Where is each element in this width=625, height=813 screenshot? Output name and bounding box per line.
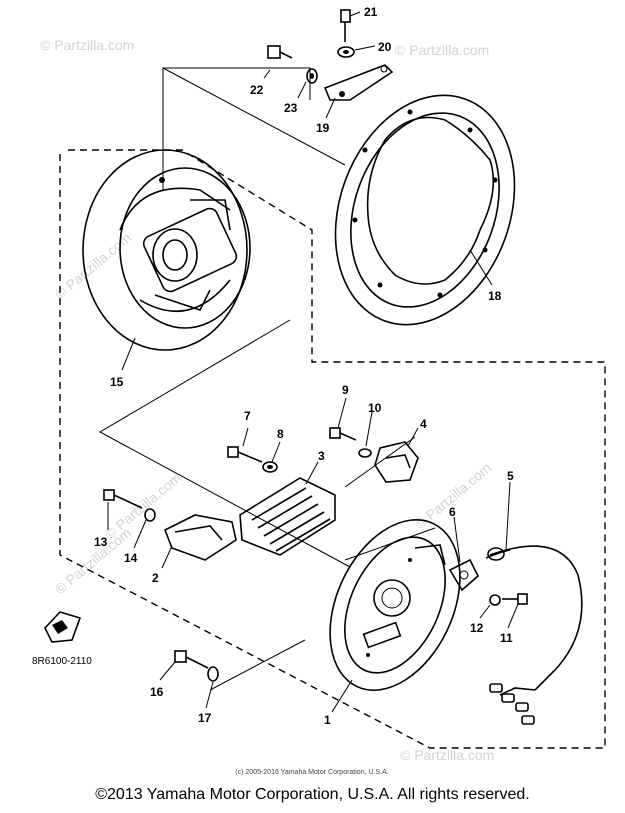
bolt-7-washer-8 <box>227 446 278 473</box>
grommet-6 <box>448 558 479 592</box>
watermark: © Partzilla.com <box>102 469 185 542</box>
callout-8: 8 <box>277 427 284 441</box>
leader-lines <box>107 11 519 713</box>
callout-10: 10 <box>368 401 382 415</box>
watermark: © Partzilla.com <box>395 42 489 58</box>
watermark: © Partzilla.com <box>400 747 494 763</box>
assembly-boundary-dashed <box>59 149 606 749</box>
watermark: © Partzilla.com <box>40 37 134 53</box>
callout-2: 2 <box>152 571 159 585</box>
callout-9: 9 <box>342 383 349 397</box>
callout-17: 17 <box>198 711 212 725</box>
callout-7: 7 <box>244 409 251 423</box>
callout-19: 19 <box>316 121 330 135</box>
bolt-9-washer-10 <box>329 427 372 458</box>
gasket-plate <box>334 94 516 326</box>
callout-5: 5 <box>507 469 514 483</box>
lighting-coil-2 <box>163 514 237 561</box>
copyright-small: (c) 2005-2016 Yamaha Motor Corporation, … <box>235 769 388 776</box>
callout-13: 13 <box>94 535 108 549</box>
guide-lines <box>98 67 436 691</box>
wire-harness-5 <box>485 545 583 725</box>
screw-16-washer-17 <box>174 650 219 682</box>
callout-12: 12 <box>470 621 484 635</box>
callout-20: 20 <box>378 40 392 54</box>
callout-18: 18 <box>488 289 502 303</box>
callout-21: 21 <box>364 5 378 19</box>
callout-16: 16 <box>150 685 164 699</box>
watermark: © Partzilla.com <box>52 524 135 597</box>
watermark: © Partzilla.com <box>412 459 495 532</box>
bolt-13-washer-14 <box>103 489 156 522</box>
callout-15: 15 <box>110 375 124 389</box>
reference-thumbnail <box>44 611 82 643</box>
watermark-group: © Partzilla.com © Partzilla.com © Partzi… <box>40 37 494 763</box>
callout-6: 6 <box>449 505 456 519</box>
diagram-code: 8R6100-2110 <box>32 656 92 667</box>
callout-labels: 21 20 22 23 19 18 15 7 8 9 10 4 3 5 6 12… <box>94 5 514 727</box>
screw-11-washer-12 <box>489 593 528 606</box>
callout-14: 14 <box>124 551 138 565</box>
pulser-coil-4 <box>374 441 419 483</box>
bracket-hardware <box>267 9 394 101</box>
charge-coil-3 <box>239 477 336 556</box>
stator-base-plate-1 <box>329 519 461 691</box>
copyright-footer: ©2013 Yamaha Motor Corporation, U.S.A. A… <box>95 786 530 803</box>
rotor-flywheel <box>82 149 251 351</box>
callout-4: 4 <box>420 417 427 431</box>
callout-11: 11 <box>500 631 513 645</box>
callout-22: 22 <box>250 83 264 97</box>
callout-1: 1 <box>324 713 331 727</box>
callout-23: 23 <box>284 101 298 115</box>
callout-3: 3 <box>318 449 325 463</box>
